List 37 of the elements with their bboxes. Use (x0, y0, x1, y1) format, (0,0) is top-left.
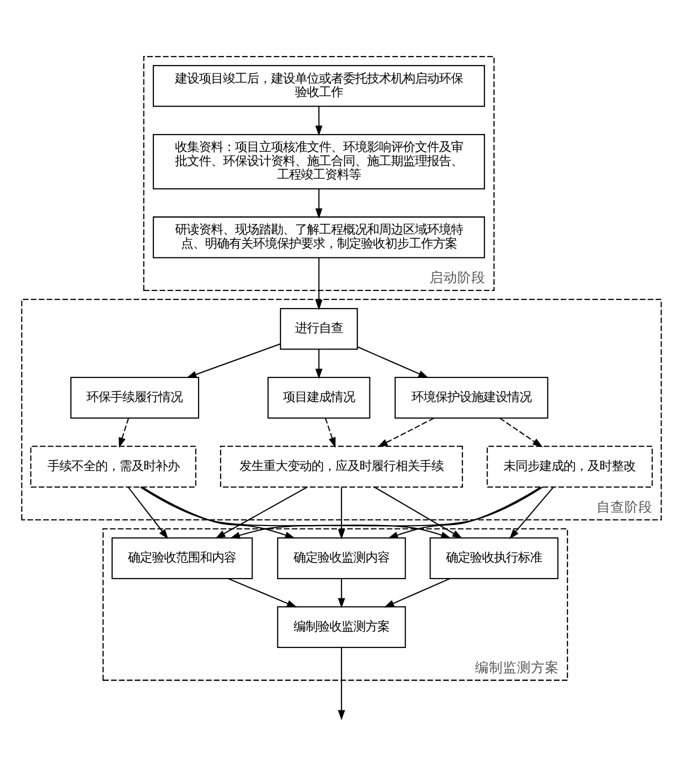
arrow (230, 486, 543, 538)
arrow (509, 486, 554, 539)
arrow (338, 578, 346, 608)
arrow (338, 486, 346, 539)
arrow (228, 578, 298, 607)
arrow (186, 342, 280, 378)
arrow (142, 486, 296, 538)
node-box: 收集资料：项目立项核准文件、环境影响评价文件及审批文件、环保设计资料、施工合同、施工期监理报告、工程竣工资料等 (152, 133, 485, 189)
arrow (315, 348, 322, 378)
arrow (374, 486, 462, 538)
node-box: 确定验收执行标准 (430, 536, 558, 579)
node-box: 发生重大变动的，应及时履行相关手续 (220, 445, 463, 488)
arrow (315, 106, 322, 136)
node-box: 确定验收监测内容 (277, 536, 406, 579)
arrow (315, 257, 322, 310)
arrow (118, 418, 130, 448)
arrow (338, 647, 346, 720)
arrow (128, 486, 168, 539)
node-box: 环境保护设施建设情况 (394, 376, 548, 418)
arrow (500, 417, 543, 447)
node-box: 确定验收范围和内容 (112, 536, 253, 579)
node-box: 环保手续履行情况 (70, 376, 200, 418)
arrow (315, 188, 322, 218)
node-box: 编制验收监测方案 (277, 606, 406, 648)
arrow (140, 486, 452, 538)
arrow (377, 417, 434, 447)
arrow (357, 346, 429, 378)
node-box: 研读资料、现场踏勘、了解工程概况和周边区域环境特点、明确有关环境保护要求，制定验收初步工作方案 (152, 216, 485, 258)
arrow (388, 486, 541, 538)
node-box: 未同步建成的，及时整改 (486, 445, 653, 488)
arrow (215, 486, 308, 538)
node-box: 进行自查 (280, 307, 358, 350)
node-box: 项目建成情况 (268, 376, 370, 418)
node-box: 手续不全的，需及时补办 (30, 445, 196, 488)
node-box: 建设项目竣工后，建设单位或者委托技术机构启动环保验收工作 (152, 64, 485, 106)
arrow (324, 418, 336, 448)
arrow (384, 578, 450, 607)
